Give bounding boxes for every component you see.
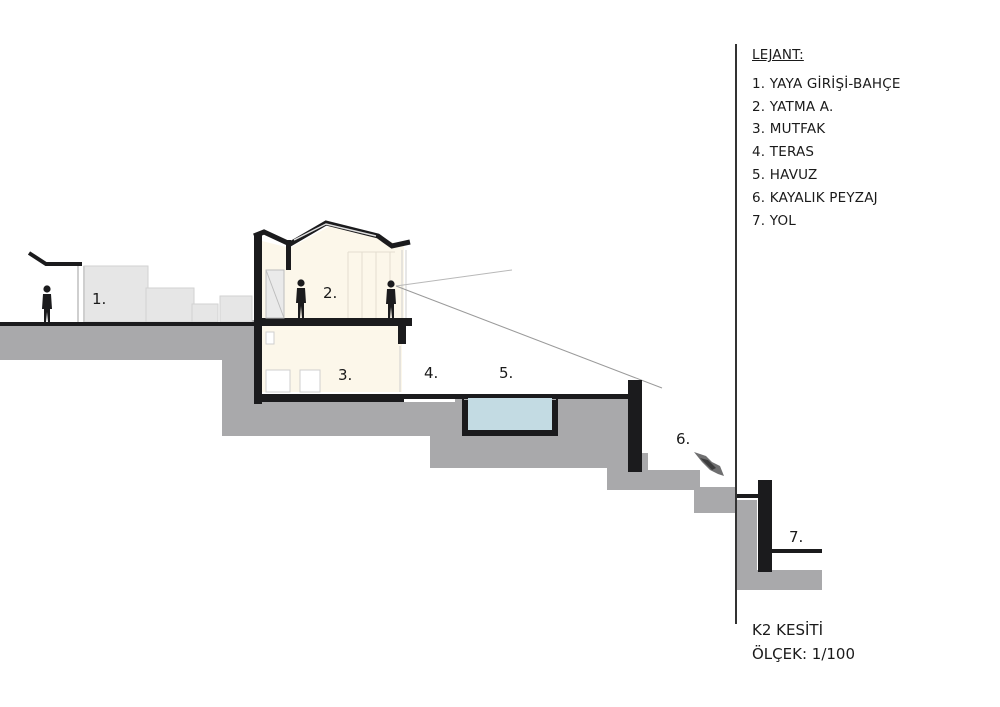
entrance-canopy xyxy=(27,251,85,322)
label-7: 7. xyxy=(789,528,803,546)
label-4: 4. xyxy=(424,364,438,382)
kitchen-furniture xyxy=(265,331,321,393)
house-walls xyxy=(254,234,412,404)
terrace-slab xyxy=(404,394,632,399)
legend-title: LEJANT: xyxy=(752,47,804,63)
legend-item-2: 2. YATMA A. xyxy=(752,98,834,115)
label-5: 5. xyxy=(499,364,513,382)
roof xyxy=(253,220,411,249)
person-entrance xyxy=(42,285,52,322)
legend-item-4: 4. TERAS xyxy=(752,144,815,161)
legend-item-1: 1. YAYA GİRİŞİ-BAHÇE xyxy=(752,75,901,92)
rock-landscape xyxy=(694,452,724,476)
bedroom-interior xyxy=(258,226,404,320)
legend-item-7: 7. YOL xyxy=(752,212,797,229)
roof-light xyxy=(293,223,377,241)
label-3: 3. xyxy=(338,366,352,384)
person-window xyxy=(386,280,396,318)
lower-step-slab xyxy=(736,494,760,498)
bedroom-door xyxy=(265,269,285,319)
legend: LEJANT: 1. YAYA GİRİŞİ-BAHÇE 2. YATMA A.… xyxy=(752,44,901,232)
legend-item-3: 3. MUTFAK xyxy=(752,121,826,138)
retaining-wall-2 xyxy=(758,480,772,572)
pool xyxy=(456,394,564,436)
label-6: 6. xyxy=(676,430,690,448)
section-title: K2 KESİTİ xyxy=(752,621,823,639)
ground-mass xyxy=(0,326,822,590)
garden-boxes xyxy=(83,265,253,323)
sight-line-upper xyxy=(395,269,513,287)
retaining-wall-1 xyxy=(628,380,642,472)
upper-level-slab xyxy=(0,322,258,326)
sight-line-lower xyxy=(395,285,663,389)
label-2: 2. xyxy=(323,284,337,302)
label-1: 1. xyxy=(92,290,106,308)
legend-item-5: 5. HAVUZ xyxy=(752,166,818,183)
section-caption: K2 KESİTİ ÖLÇEK: 1/100 xyxy=(752,618,855,666)
legend-item-6: 6. KAYALIK PEYZAJ xyxy=(752,189,878,206)
road-slab xyxy=(770,549,822,553)
glazing xyxy=(399,250,407,392)
section-scale: ÖLÇEK: 1/100 xyxy=(752,645,856,663)
divider-line xyxy=(735,44,737,624)
person-bedroom xyxy=(296,279,306,318)
